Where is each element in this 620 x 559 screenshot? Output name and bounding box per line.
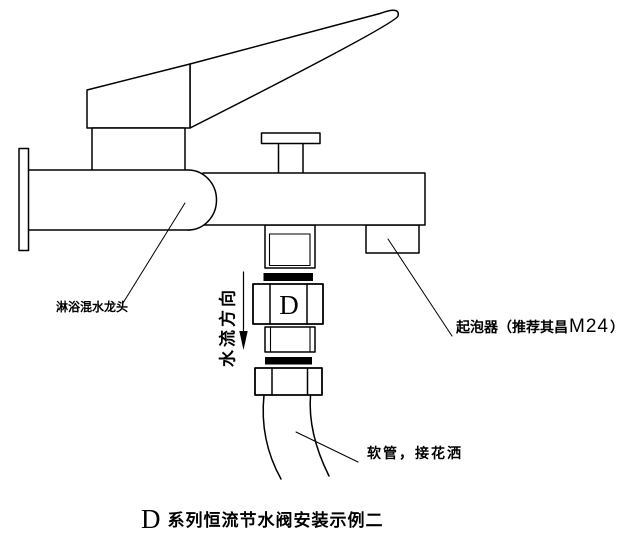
spout-pipe (202, 172, 426, 226)
caption-series-letter: D (141, 504, 161, 534)
valve-marking: D (279, 290, 299, 320)
caption-text: 系列恒流节水阀安装示例二 (167, 511, 384, 531)
handle-base (86, 63, 191, 129)
leader-hose-label (295, 431, 359, 463)
aerator-label-suffix: ） (610, 317, 620, 337)
flow-arrowhead (239, 331, 248, 350)
seal-band-bottom (265, 357, 312, 365)
leader-aerator-label (387, 238, 453, 337)
hose-line-right (309, 394, 330, 477)
seal-band-top (263, 273, 313, 281)
diagram-caption: D 系列恒流节水阀安装示例二 (141, 504, 384, 534)
faucet-label: 淋浴混水龙头 (56, 300, 129, 314)
upper-connector-inner (268, 233, 311, 267)
hose-line-left (262, 394, 282, 480)
flow-direction-label: 水流方向 (218, 287, 238, 367)
hose-label: 软管，接花洒 (367, 445, 463, 461)
body-end-cap (187, 169, 218, 231)
aerator-block (365, 224, 420, 254)
handle-lever (189, 9, 400, 129)
leader-faucet-label (122, 202, 186, 304)
aerator-label-prefix: 起泡器（推荐其昌 (456, 319, 568, 335)
hose-nut (254, 367, 323, 396)
lower-connector (264, 326, 316, 353)
handle-stem (91, 127, 186, 173)
upper-connector (264, 224, 316, 269)
faucet-body (27, 169, 191, 231)
wall-flange (18, 147, 30, 252)
valve-body (252, 283, 324, 325)
aerator-model: M24 (569, 316, 609, 337)
diverter-knob-stem (277, 142, 304, 176)
diverter-knob-cap (260, 132, 321, 145)
